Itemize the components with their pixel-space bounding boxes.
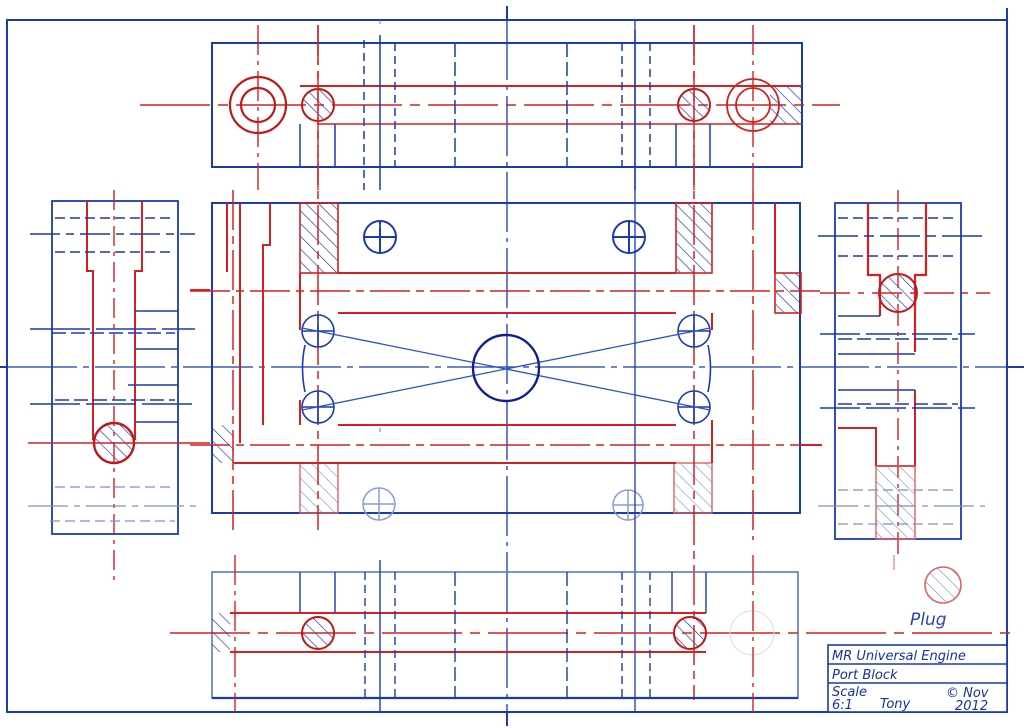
- copyright-year: 2012: [955, 699, 988, 714]
- center-lines: [7, 20, 1007, 712]
- left-view: [28, 190, 210, 580]
- title-block: MR Universal Engine Port Block Scale 6:1…: [827, 644, 1008, 714]
- title-part-name: Port Block: [832, 668, 898, 683]
- plug-label: Plug: [910, 610, 947, 630]
- bottom-view: [170, 555, 1010, 712]
- signature: Tony: [880, 697, 911, 712]
- top-view: [140, 25, 840, 190]
- copyright-date: © Nov: [946, 686, 989, 701]
- scale-label: Scale: [832, 685, 867, 700]
- border-frame: [0, 6, 1024, 726]
- scale-value: 6:1: [832, 698, 853, 713]
- front-view: [190, 20, 820, 712]
- right-view: [800, 190, 990, 555]
- plug-detail: Plug: [893, 555, 962, 630]
- title-assembly: MR Universal Engine: [832, 649, 966, 664]
